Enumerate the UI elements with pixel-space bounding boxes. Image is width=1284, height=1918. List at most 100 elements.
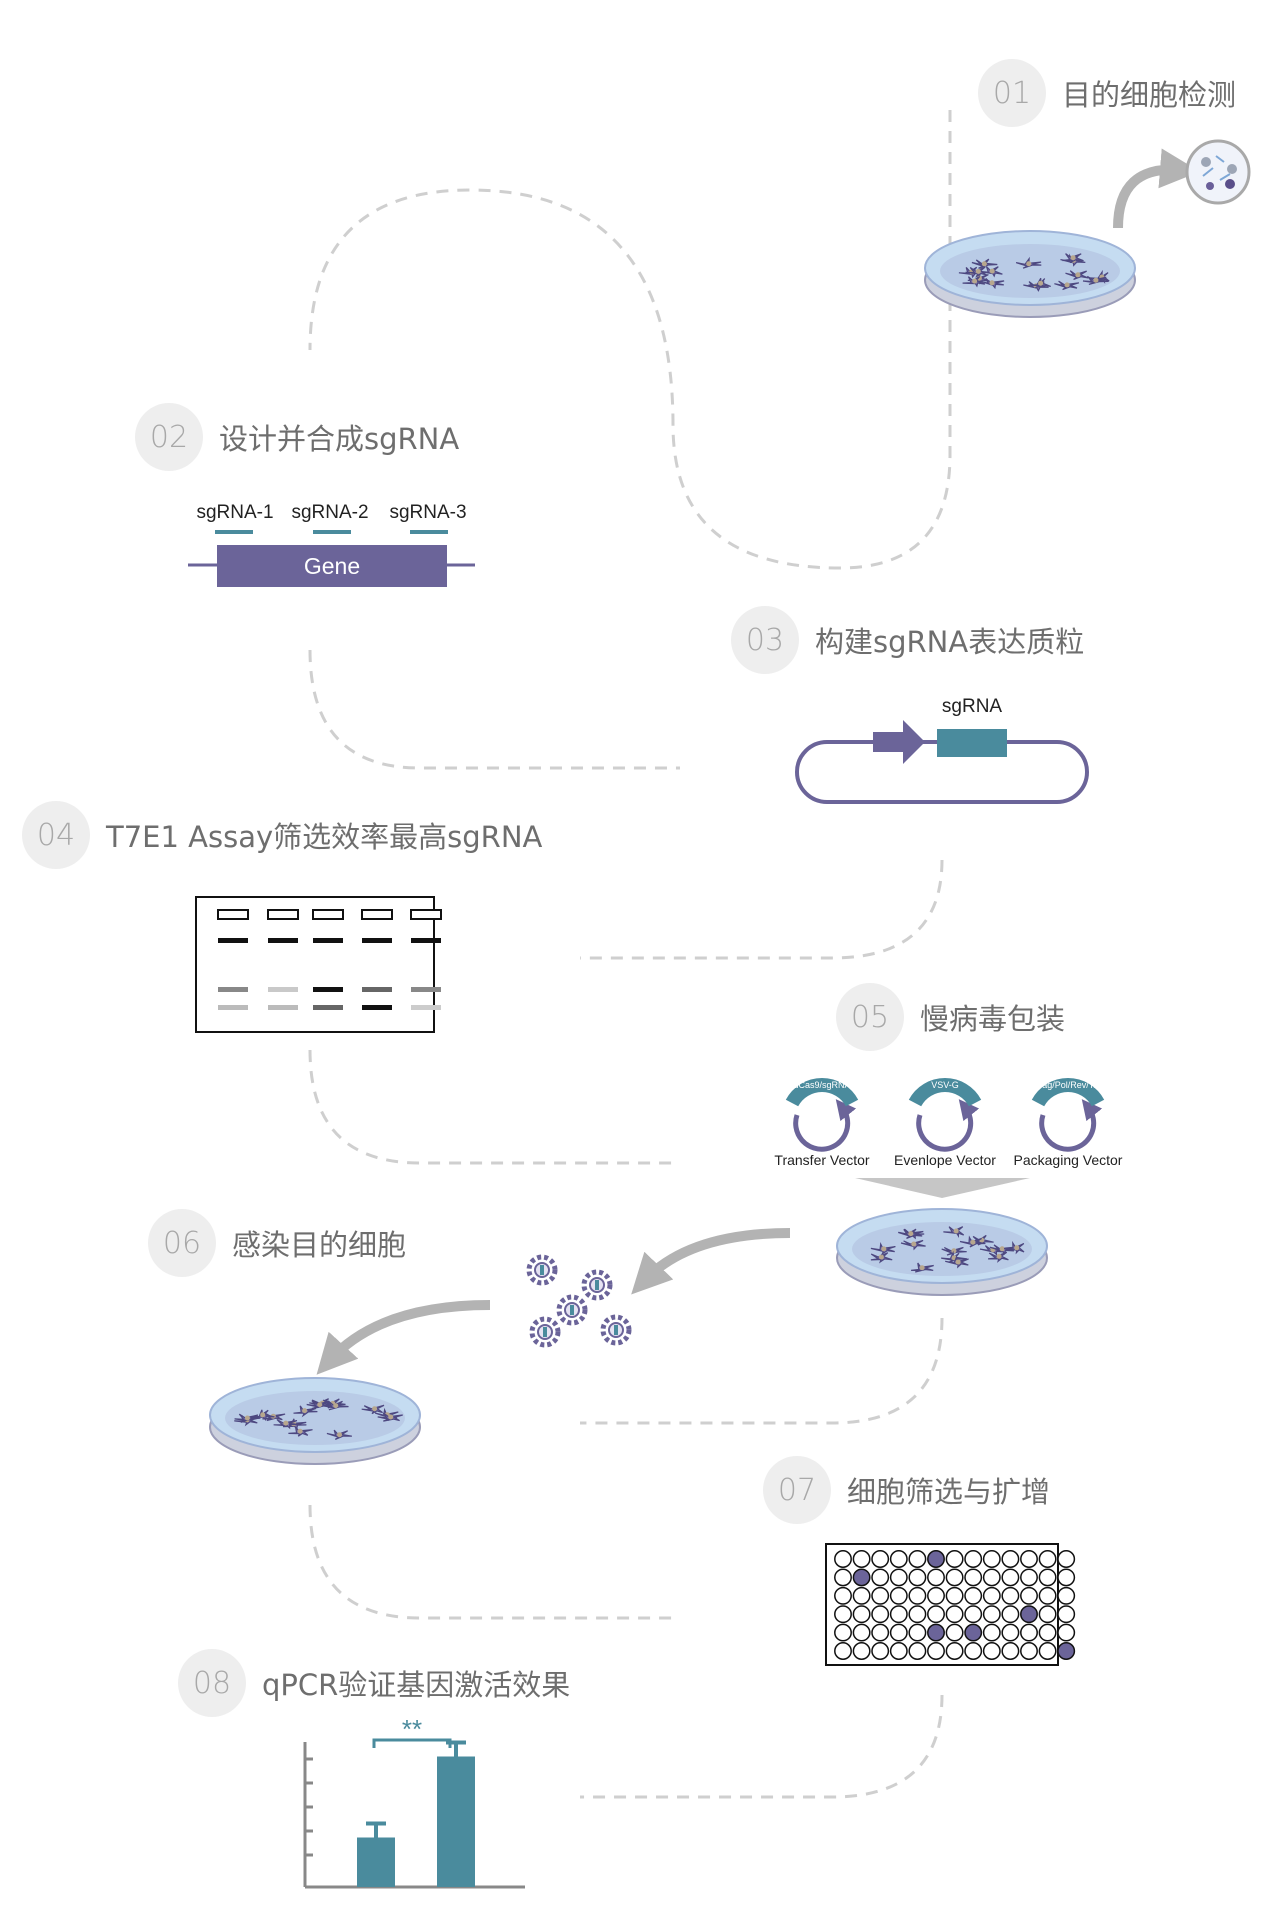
well-plate [825, 1543, 1076, 1666]
cell-nucleus [989, 268, 995, 274]
well [871, 1605, 890, 1624]
connector-lines [308, 110, 952, 1799]
well [927, 1586, 945, 1605]
well [1057, 1586, 1076, 1605]
gel-well [217, 909, 249, 920]
well [834, 1550, 852, 1568]
well [889, 1586, 908, 1605]
sgrna-label-2: sgRNA-2 [291, 502, 368, 523]
cell [1003, 1240, 1025, 1255]
vector-caption-transfer: Transfer Vector [774, 1152, 870, 1168]
connector-04-05 [308, 1049, 680, 1165]
well [889, 1568, 908, 1587]
significance-bracket [372, 1738, 452, 1748]
significance-stars: ** [402, 1714, 422, 1744]
well [927, 1550, 945, 1568]
well [834, 1568, 852, 1587]
virus-particle [529, 1316, 561, 1348]
well [889, 1642, 908, 1660]
gel-band [411, 1005, 441, 1010]
well [1001, 1550, 1020, 1568]
vector-group: dCas9/sgRNA VSV-G Gag/Pol/Rev/Tat Transf… [774, 1078, 1123, 1168]
cell-nucleus [297, 1428, 303, 1434]
well [871, 1586, 890, 1605]
step-01: 01 目的细胞检测 [978, 58, 1236, 128]
well [945, 1586, 964, 1605]
step-title: T7E1 Assay筛选效率最高sgRNA [106, 820, 543, 854]
well [1001, 1568, 1020, 1587]
cell-nucleus [881, 1246, 887, 1252]
gel-image [195, 896, 442, 1033]
envelope-vector: VSV-G [908, 1078, 982, 1152]
gene-label: Gene [304, 553, 360, 579]
vectors-to-dish-arrow [855, 1178, 1030, 1198]
well [1057, 1568, 1076, 1587]
step-number: 04 [22, 801, 90, 869]
connector-01-03 [308, 110, 952, 570]
gel-band [268, 938, 298, 943]
well [852, 1568, 871, 1587]
well [908, 1586, 927, 1605]
well [889, 1550, 908, 1568]
well [1038, 1586, 1057, 1605]
cell-nucleus [878, 1254, 884, 1260]
well [908, 1642, 927, 1660]
cell-nucleus [972, 278, 978, 284]
gene-box [217, 545, 447, 587]
gel-band [218, 1005, 248, 1010]
well [908, 1550, 927, 1568]
step-01-arrow [1113, 148, 1200, 229]
qpcr-chart: ** [303, 1714, 525, 1889]
cell-nucleus [908, 1231, 914, 1237]
cell-nucleus [388, 1414, 394, 1420]
well [908, 1568, 927, 1587]
well [889, 1605, 908, 1624]
cell-nucleus [996, 1253, 1002, 1259]
well [982, 1568, 1001, 1587]
well [871, 1568, 890, 1587]
sgrna-insert [937, 729, 1007, 757]
well [1020, 1586, 1038, 1605]
well [889, 1623, 908, 1642]
step-title: 慢病毒包装 [920, 1002, 1066, 1036]
step-08: 08 qPCR验证基因激活效果 [178, 1648, 570, 1718]
gel-band [411, 987, 441, 992]
well [964, 1568, 983, 1587]
vector-caption-envelope: Evenlope Vector [894, 1152, 996, 1168]
dish-step-06 [209, 1377, 421, 1465]
well [1038, 1642, 1057, 1660]
well [908, 1623, 927, 1642]
gel-well [312, 909, 344, 920]
cell-nucleus [1093, 277, 1099, 283]
well [964, 1623, 983, 1642]
well [982, 1586, 1001, 1605]
well [964, 1605, 983, 1624]
well [1038, 1623, 1057, 1642]
vector-ring-label: dCas9/sgRNA [793, 1080, 850, 1090]
cell-nucleus [951, 1248, 957, 1254]
well [982, 1605, 1001, 1624]
packaging-vector: Gag/Pol/Rev/Tat [1031, 1078, 1105, 1152]
well [1038, 1568, 1057, 1587]
well [1057, 1550, 1076, 1568]
well [945, 1568, 964, 1587]
step-number: 06 [148, 1209, 216, 1277]
step-title: 细胞筛选与扩增 [847, 1475, 1051, 1509]
gel-band [268, 1005, 298, 1010]
transfer-vector: dCas9/sgRNA [785, 1078, 859, 1152]
vector-label-arc [785, 1078, 859, 1107]
well [1001, 1586, 1020, 1605]
well [834, 1623, 852, 1642]
well [927, 1623, 945, 1642]
vector-ring-label: VSV-G [931, 1080, 959, 1090]
cell-nucleus [955, 1259, 961, 1265]
well [1001, 1623, 1020, 1642]
step-number: 05 [836, 983, 904, 1051]
well [1057, 1605, 1076, 1624]
well [852, 1586, 871, 1605]
cell [943, 1226, 965, 1238]
cell-nucleus [999, 1246, 1005, 1252]
step-number: 01 [978, 59, 1046, 127]
cell-nucleus [260, 1412, 266, 1418]
vector-ring [916, 1099, 980, 1152]
